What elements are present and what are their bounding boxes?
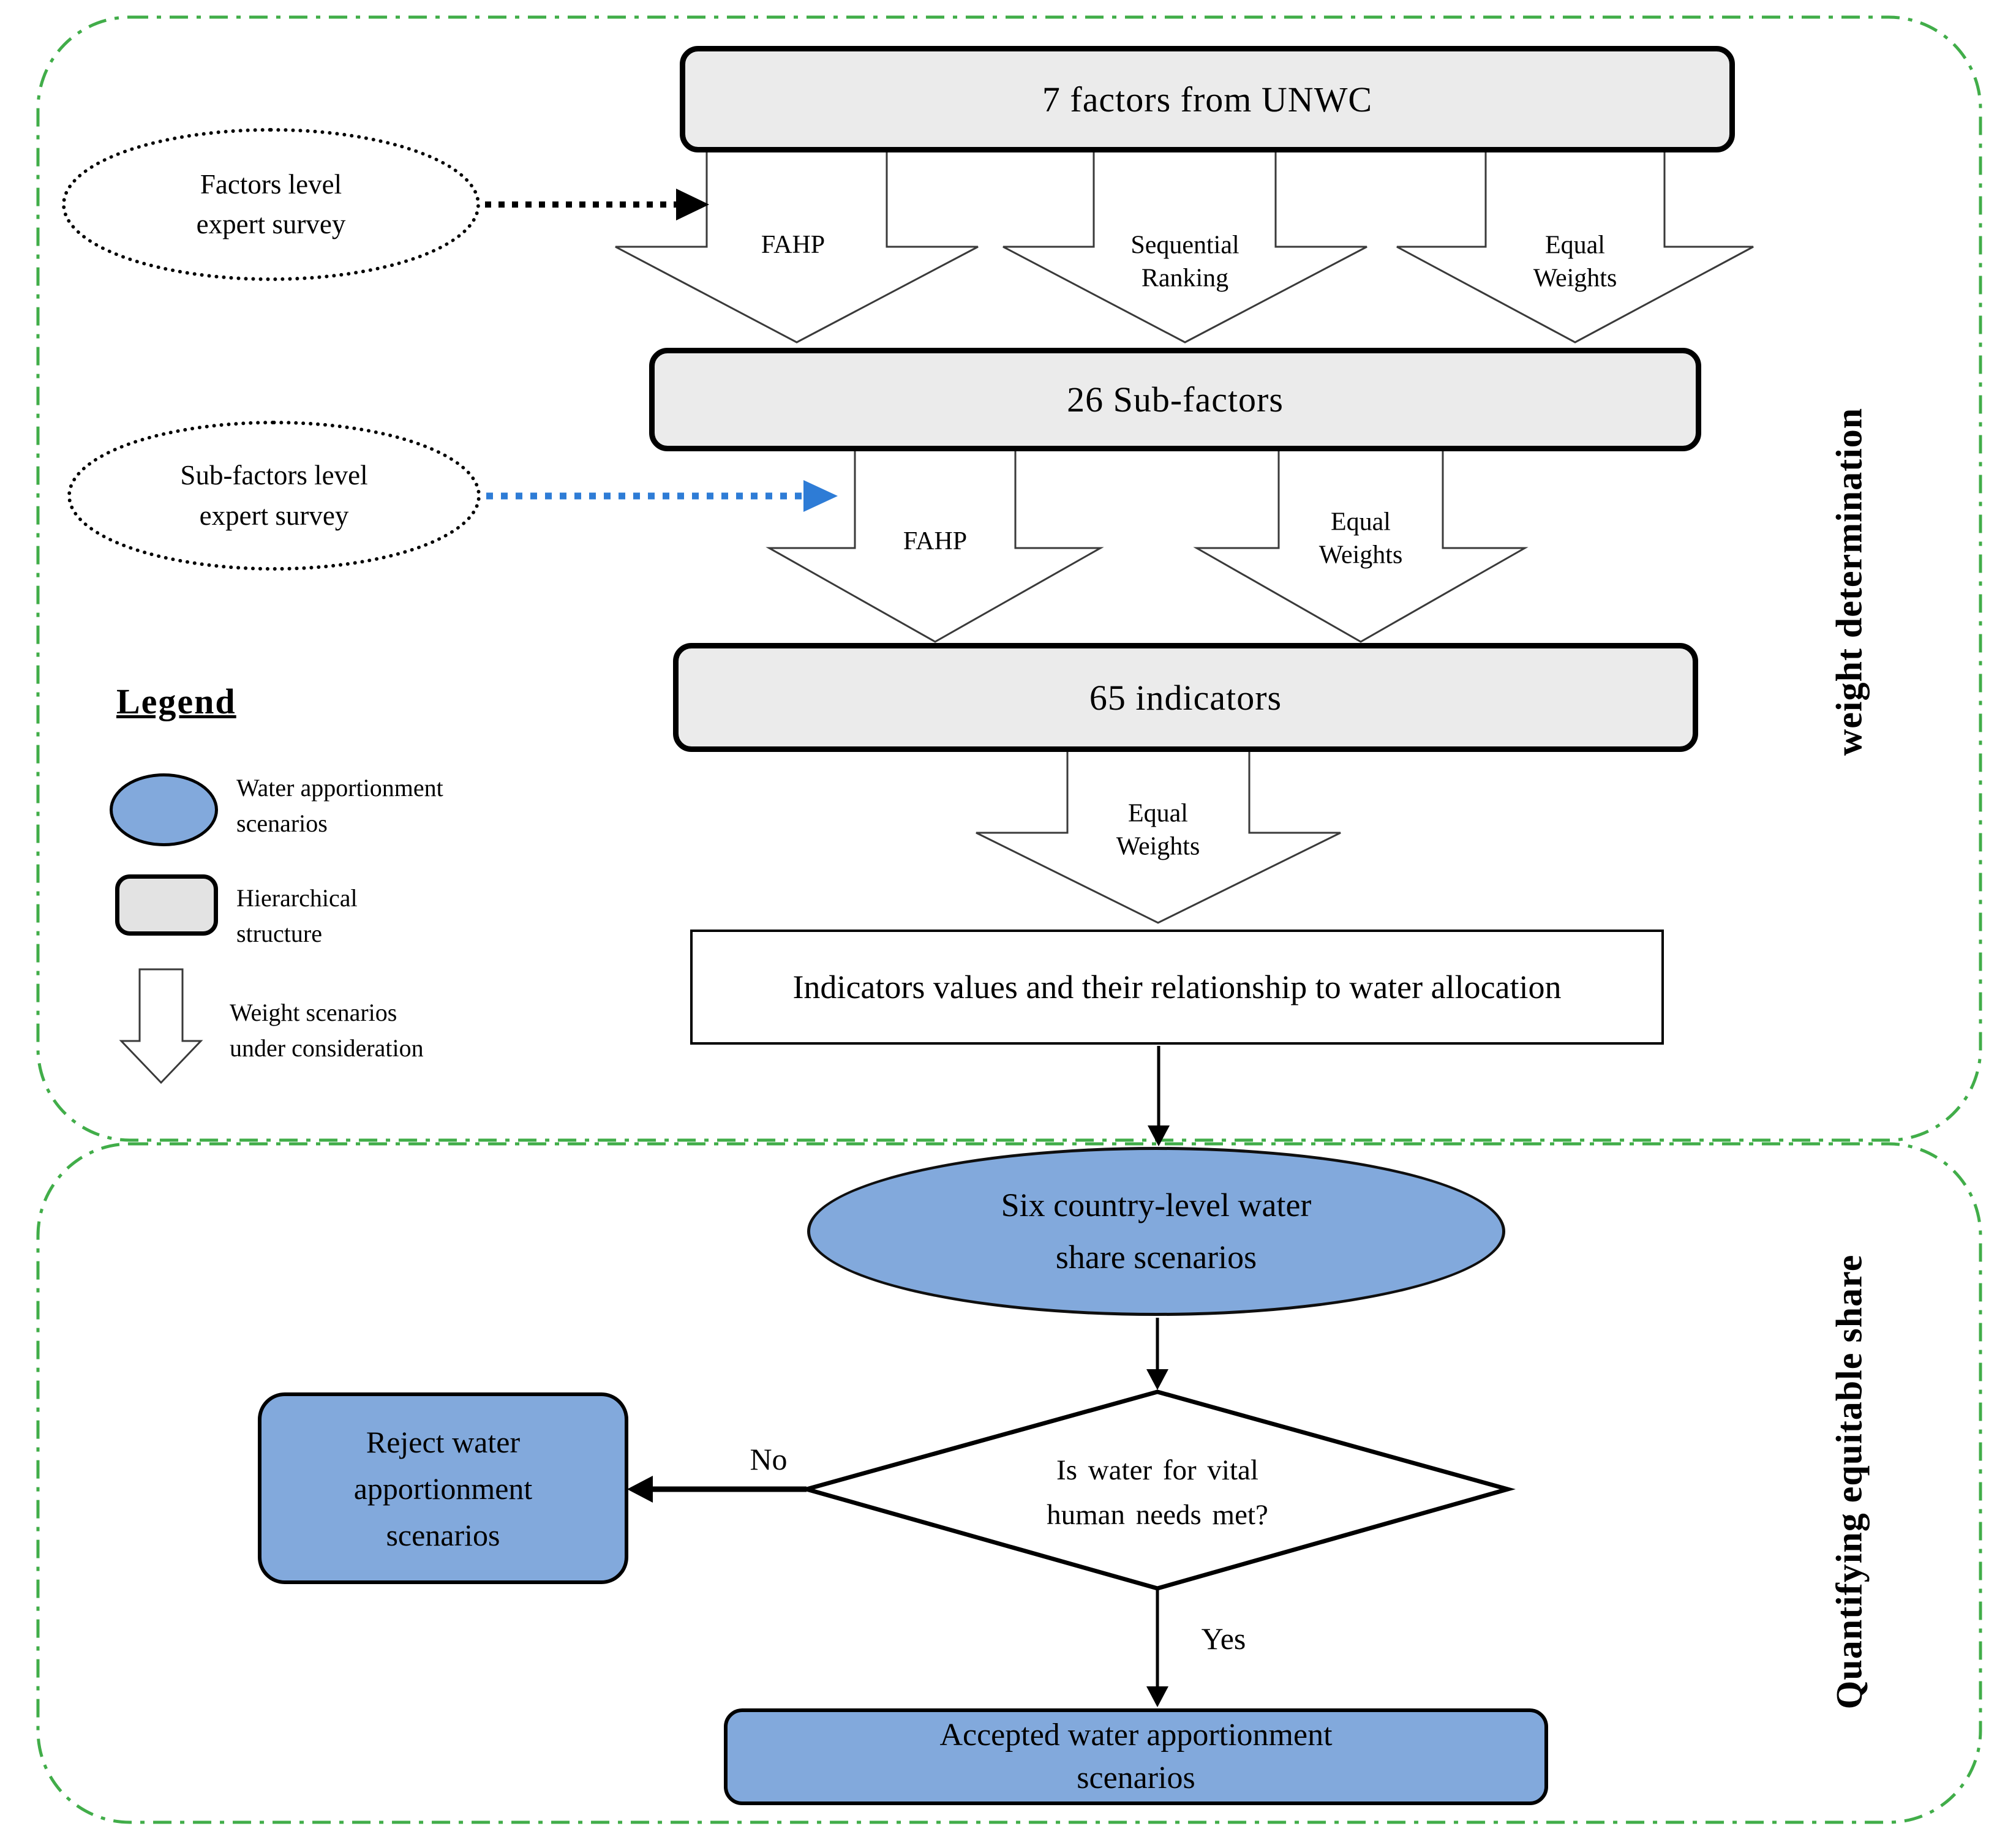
connector-yes-arrowhead [1146, 1686, 1168, 1707]
factors-box: 7 factors from UNWC [680, 46, 1735, 152]
equitable-share-section-border [36, 1142, 1982, 1824]
label-l1-equal: Equal Weights [1533, 231, 1617, 292]
accepted-box-label: Accepted water apportionment scenarios [939, 1717, 1333, 1795]
weight-arrow-level2-fahp [765, 440, 1104, 643]
decision-diamond-shape [799, 1389, 1516, 1591]
factors-survey-arrowhead [676, 189, 709, 220]
subfactors-survey-label: Sub-factors level expert survey [180, 460, 368, 531]
factors-survey-label: Factors level expert survey [196, 168, 346, 239]
yes-label: Yes [1201, 1621, 1246, 1656]
label-l1-sequential: Sequential Ranking [1130, 231, 1239, 292]
weight-arrow-level1-fahp [615, 147, 979, 344]
reject-box: Reject water apportionment scenarios [258, 1392, 628, 1584]
legend-item-arrow-label: Weight scenarios under consideration [230, 999, 424, 1062]
subfactors-box: 26 Sub-factors [649, 348, 1701, 451]
connector-no-arrowhead [627, 1476, 653, 1503]
reject-box-label: Reject water apportionment scenarios [353, 1424, 533, 1552]
legend-weight-arrow-symbol [119, 968, 203, 1084]
subfactors-survey-ellipse: Sub-factors level expert survey [67, 421, 481, 571]
indicators-box: 65 indicators [673, 643, 1698, 752]
weight-arrow-level1-equal-weights [1396, 147, 1754, 344]
weight-arrow-level3-equal-weights [976, 741, 1341, 924]
accepted-box: Accepted water apportionment scenarios [724, 1708, 1548, 1805]
legend-item-ellipse-label: Water apportionment scenarios [236, 774, 443, 837]
label-l1-fahp: FAHP [761, 231, 826, 260]
equitable-share-side-label: Quantifying equitable share [1829, 1254, 1870, 1710]
weight-determination-side-label: weight determination [1829, 407, 1870, 756]
factors-survey-ellipse: Factors level expert survey [62, 128, 480, 281]
label-l3-equal: Equal Weights [1116, 799, 1200, 860]
weight-arrow-level2-equal-weights [1193, 440, 1529, 643]
indicator-values-box: Indicators values and their relationship… [690, 930, 1664, 1045]
indicator-values-box-label: Indicators values and their relationship… [792, 968, 1562, 1005]
connector-ellipse-to-diamond-arrowhead [1146, 1369, 1168, 1390]
indicators-box-label: 65 indicators [1089, 677, 1282, 718]
subfactors-survey-arrowhead [803, 480, 838, 512]
connector-values-to-ellipse-arrowhead [1148, 1125, 1170, 1146]
weight-arrow-level1-sequential-ranking [1002, 147, 1367, 344]
label-l2-fahp: FAHP [903, 527, 968, 556]
legend-rect-symbol [115, 874, 218, 936]
no-label: No [750, 1442, 788, 1476]
scenarios-ellipse-label: Six country-level water share scenarios [1001, 1186, 1312, 1275]
legend-ellipse-symbol [110, 773, 218, 846]
legend-item-rect-label: Hierarchical structure [236, 884, 358, 947]
factors-box-label: 7 factors from UNWC [1042, 79, 1373, 119]
label-l2-equal: Equal Weights [1318, 508, 1403, 569]
weight-determination-section-border [36, 15, 1982, 1142]
decision-diamond-label: Is water for vital human needs met? [1047, 1454, 1268, 1531]
legend-title: Legend [116, 682, 236, 721]
subfactors-box-label: 26 Sub-factors [1067, 380, 1284, 419]
scenarios-ellipse: Six country-level water share scenarios [807, 1147, 1505, 1316]
